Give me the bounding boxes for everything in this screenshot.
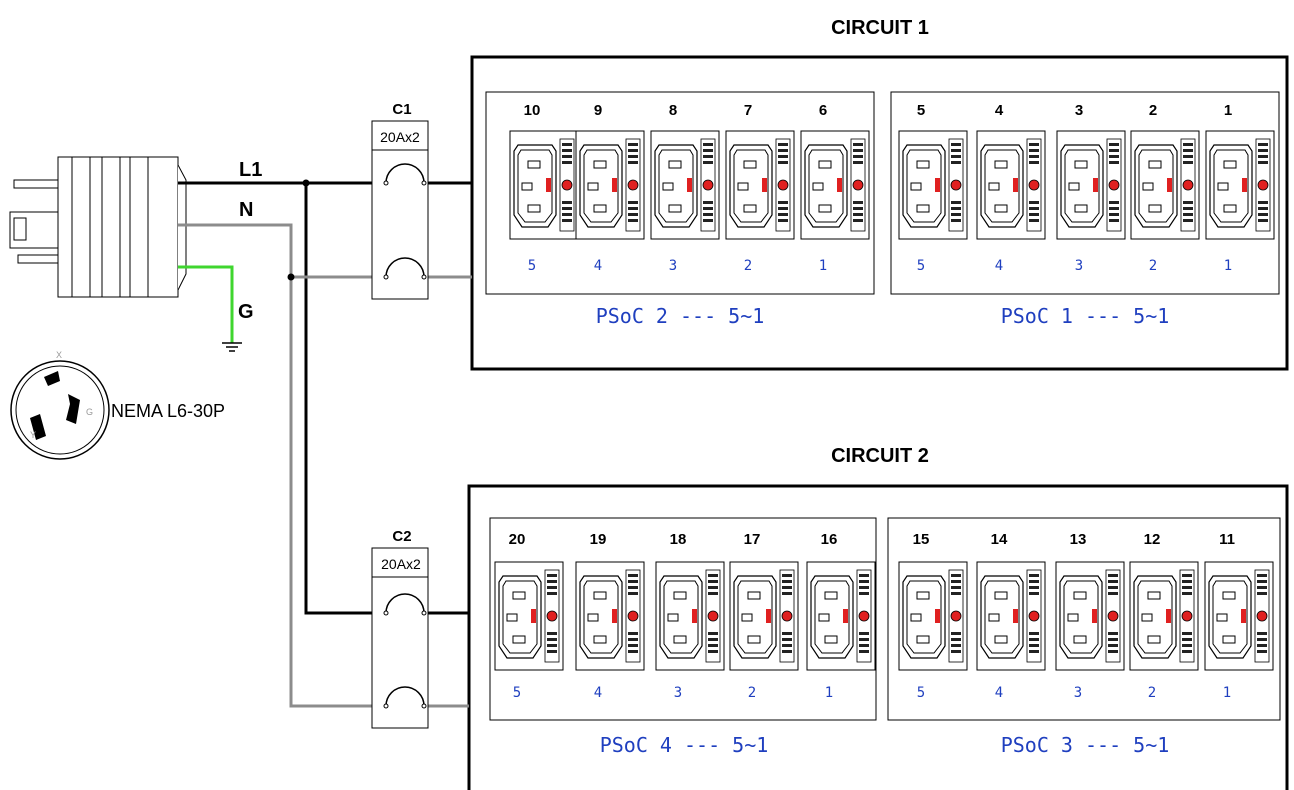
outlet-2 <box>1130 130 1200 240</box>
psoc-group-frame <box>890 91 1280 295</box>
port-number: 1 <box>1224 258 1232 274</box>
psoc-group-frame <box>489 517 877 721</box>
svg-text:G: G <box>86 407 93 417</box>
port-number: 1 <box>819 258 827 274</box>
breaker-c2-rating: 20Ax2 <box>381 556 421 572</box>
port-number: 4 <box>594 258 602 274</box>
port-number: 4 <box>594 685 602 701</box>
outlet-19 <box>575 561 645 671</box>
outlet-14 <box>976 561 1046 671</box>
outlet-7 <box>725 130 795 240</box>
port-number: 5 <box>917 685 925 701</box>
outlet-number: 20 <box>509 531 526 548</box>
outlet-3 <box>1056 130 1126 240</box>
port-number: 2 <box>744 258 752 274</box>
outlet-number: 5 <box>917 102 925 119</box>
outlet-number: 3 <box>1075 102 1083 119</box>
outlet-number: 14 <box>991 531 1008 548</box>
l1-junction <box>302 179 310 187</box>
outlet-number: 10 <box>524 102 541 119</box>
outlet-number: 16 <box>821 531 838 548</box>
psoc-group-frame <box>485 91 875 295</box>
nema-plug-face-icon: X G Y <box>10 350 110 460</box>
outlet-number: 7 <box>744 102 752 119</box>
psoc-group-label: PSoC 4 --- 5~1 <box>600 733 769 757</box>
port-number: 1 <box>825 685 833 701</box>
outlet-number: 11 <box>1219 531 1235 548</box>
port-number: 5 <box>513 685 521 701</box>
breaker-c2-name: C2 <box>392 528 411 545</box>
port-number: 5 <box>917 258 925 274</box>
port-number: 3 <box>669 258 677 274</box>
outlet-16 <box>806 561 876 671</box>
port-number: 3 <box>1074 685 1082 701</box>
circuit-2-title: CIRCUIT 2 <box>831 445 929 467</box>
psoc-group-label: PSoC 2 --- 5~1 <box>596 304 765 328</box>
l1-label: L1 <box>239 159 262 181</box>
outlet-11 <box>1204 561 1274 671</box>
outlet-10 <box>509 130 579 240</box>
port-number: 4 <box>995 685 1003 701</box>
outlet-13 <box>1055 561 1125 671</box>
outlet-number: 2 <box>1149 102 1157 119</box>
outlet-9 <box>575 130 645 240</box>
neutral-junction <box>287 273 295 281</box>
port-number: 4 <box>995 258 1003 274</box>
breaker-c2 <box>371 547 429 729</box>
outlet-5 <box>898 130 968 240</box>
outlet-4 <box>976 130 1046 240</box>
circuit-1-title: CIRCUIT 1 <box>831 17 929 39</box>
port-number: 2 <box>1148 685 1156 701</box>
outlet-number: 1 <box>1224 102 1232 119</box>
outlet-number: 4 <box>995 102 1004 119</box>
svg-text:X: X <box>56 350 62 360</box>
psoc-group-label: PSoC 3 --- 5~1 <box>1001 733 1170 757</box>
outlet-6 <box>800 130 870 240</box>
g-label: G <box>238 301 254 323</box>
outlet-12 <box>1129 561 1199 671</box>
port-number: 3 <box>674 685 682 701</box>
breaker-c1-rating: 20Ax2 <box>380 129 420 145</box>
outlet-number: 18 <box>670 531 687 548</box>
port-number: 2 <box>748 685 756 701</box>
outlet-8 <box>650 130 720 240</box>
circuit-2-box <box>467 484 1289 790</box>
neutral-wire <box>178 223 472 708</box>
outlet-18 <box>655 561 725 671</box>
plug-label: NEMA L6-30P <box>111 401 225 421</box>
breaker-c1 <box>371 120 429 300</box>
outlet-1 <box>1205 130 1275 240</box>
outlet-number: 19 <box>590 531 607 548</box>
outlet-number: 17 <box>744 531 761 548</box>
psoc-group-label: PSoC 1 --- 5~1 <box>1001 304 1170 328</box>
l1-wire <box>178 181 472 615</box>
outlet-number: 13 <box>1070 531 1087 548</box>
port-number: 1 <box>1223 685 1231 701</box>
ground-wire <box>178 265 242 352</box>
outlet-17 <box>729 561 799 671</box>
circuit-1-box <box>470 55 1289 371</box>
outlet-number: 8 <box>669 102 677 119</box>
port-number: 2 <box>1149 258 1157 274</box>
port-number: 3 <box>1075 258 1083 274</box>
outlet-15 <box>898 561 968 671</box>
outlet-20 <box>494 561 564 671</box>
svg-text:Y: Y <box>30 430 36 440</box>
n-label: N <box>239 199 253 221</box>
outlet-number: 12 <box>1144 531 1161 548</box>
outlet-number: 6 <box>819 102 827 119</box>
plug-body <box>9 156 187 298</box>
port-number: 5 <box>528 258 536 274</box>
psoc-group-frame <box>887 517 1281 721</box>
breaker-c1-name: C1 <box>392 101 411 118</box>
outlet-number: 9 <box>594 102 602 119</box>
outlet-number: 15 <box>913 531 930 548</box>
